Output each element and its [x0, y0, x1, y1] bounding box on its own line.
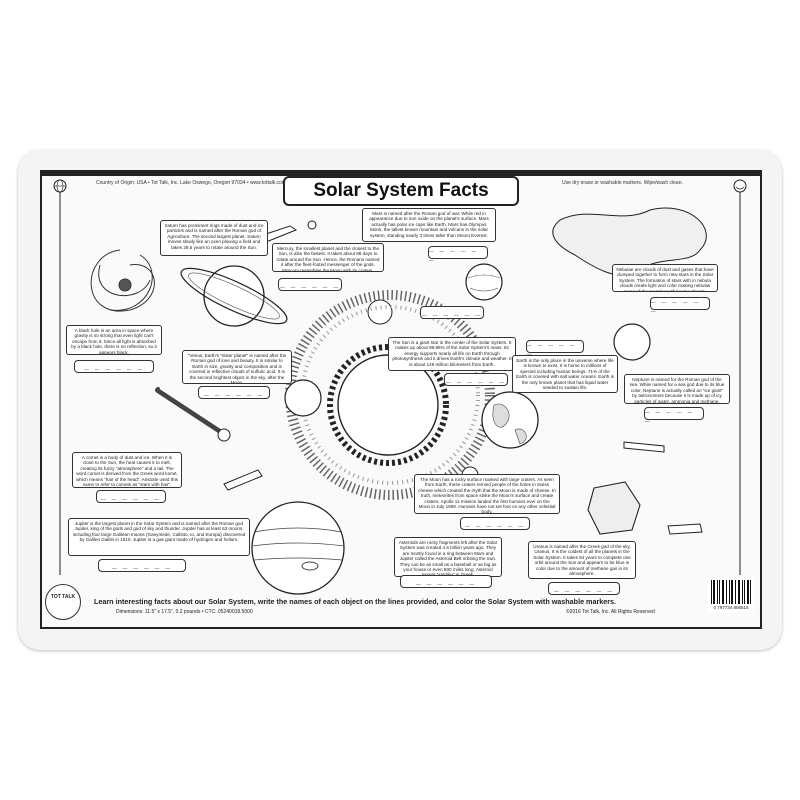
answer-line-venus[interactable]: _ _ _ _ _ _: [198, 386, 270, 399]
shuttle-illustration-2: [623, 441, 665, 453]
instructions-text: Use dry erase or washable markers. Wipe/…: [562, 180, 683, 186]
comet-illustration: [155, 387, 231, 442]
fact-mars: Mars is named after the Roman god of war…: [362, 208, 496, 242]
smile-icon: [733, 179, 747, 193]
fact-sun: The Sun is a giant star in the center of…: [388, 337, 516, 371]
asteroid-belt-illustration: [285, 290, 495, 500]
top-border: [40, 170, 762, 176]
barcode-bars: [711, 580, 751, 604]
tot-talk-logo: TOT TALK: [45, 584, 81, 620]
fact-jupiter: Jupiter is the largest planet in the Sol…: [68, 518, 250, 556]
answer-line-saturn-extra[interactable]: _ _ _ _ _ _: [420, 306, 484, 319]
footer-tagline: Learn interesting facts about our Solar …: [94, 597, 617, 606]
footer-dimensions: Dimensions: 11.5" x 17.5", 0.2 pounds • …: [116, 609, 253, 615]
answer-line-sun[interactable]: _ _ _ _ _ _: [444, 373, 508, 386]
rocket-illustration: [259, 220, 317, 243]
mercury-illustration: [367, 299, 393, 325]
fact-mercury: Mercury, the smallest planet and the clo…: [272, 243, 384, 272]
fact-moon: The Moon has a rocky surface marked with…: [414, 474, 560, 514]
origin-text: Country of Origin: USA • Tot Talk, Inc. …: [96, 180, 287, 186]
black-hole-illustration: [90, 249, 155, 312]
fact-asteroids: Asteroids are rocky fragments left after…: [394, 537, 502, 577]
answer-line-earth[interactable]: _ _ _ _ _ _: [526, 338, 584, 356]
answer-line-mercury[interactable]: _ _ _ _ _ _: [278, 278, 342, 291]
answer-line-mars[interactable]: _ _ _ _ _ _: [428, 244, 488, 262]
globe-icon: [53, 179, 67, 193]
answer-line-comet[interactable]: _ _ _ _ _ _: [96, 490, 166, 503]
fact-saturn: Saturn has prominent rings made of dust …: [160, 220, 268, 256]
saturn-illustration: [180, 265, 288, 327]
answer-line-jupiter[interactable]: _ _ _ _ _ _: [98, 559, 186, 572]
answer-line-neptune[interactable]: _ _ _ _ _ _: [644, 405, 704, 423]
fact-black-hole: A black hole is an area in space where g…: [66, 325, 162, 355]
fact-comet: A comet is a body of dust and ice. When …: [72, 452, 182, 488]
uranus-illustration: [587, 481, 641, 535]
answer-line-moon[interactable]: _ _ _ _ _ _: [460, 517, 530, 530]
fact-earth: Earth is the only place in the universe …: [512, 355, 618, 393]
neptune-illustration: [613, 323, 651, 361]
barcode-number: 0 797734 806515: [713, 605, 749, 610]
answer-line-black-hole[interactable]: _ _ _ _ _ _: [74, 360, 154, 373]
barcode: 0 797734 806515: [708, 578, 754, 612]
page-title: Solar System Facts: [283, 176, 519, 206]
shuttle-illustration: [223, 469, 263, 491]
earth-illustration: [481, 391, 539, 449]
footer-copyright: ©2016 Tot Talk, Inc. All Rights Reserved: [566, 609, 655, 615]
shuttle-illustration-3: [667, 523, 703, 535]
fact-nebula: Nebulae are clouds of dust and gases tha…: [612, 264, 718, 292]
mars-illustration: [465, 263, 503, 301]
fact-uranus: Uranus is named after the Greek god of t…: [528, 541, 636, 579]
answer-line-nebula[interactable]: _ _ _ _ _ _: [650, 295, 710, 313]
nebula-illustration: [552, 207, 707, 276]
venus-illustration: [284, 379, 322, 417]
fact-neptune: Neptune is named for the Roman god of th…: [624, 374, 730, 404]
answer-line-asteroids[interactable]: _ _ _ _ _ _: [400, 575, 492, 588]
fact-venus: "Venus, Earth's "sister planet" is named…: [182, 350, 292, 384]
jupiter-illustration: [251, 501, 345, 595]
answer-line-uranus[interactable]: _ _ _ _ _ _: [548, 582, 620, 595]
